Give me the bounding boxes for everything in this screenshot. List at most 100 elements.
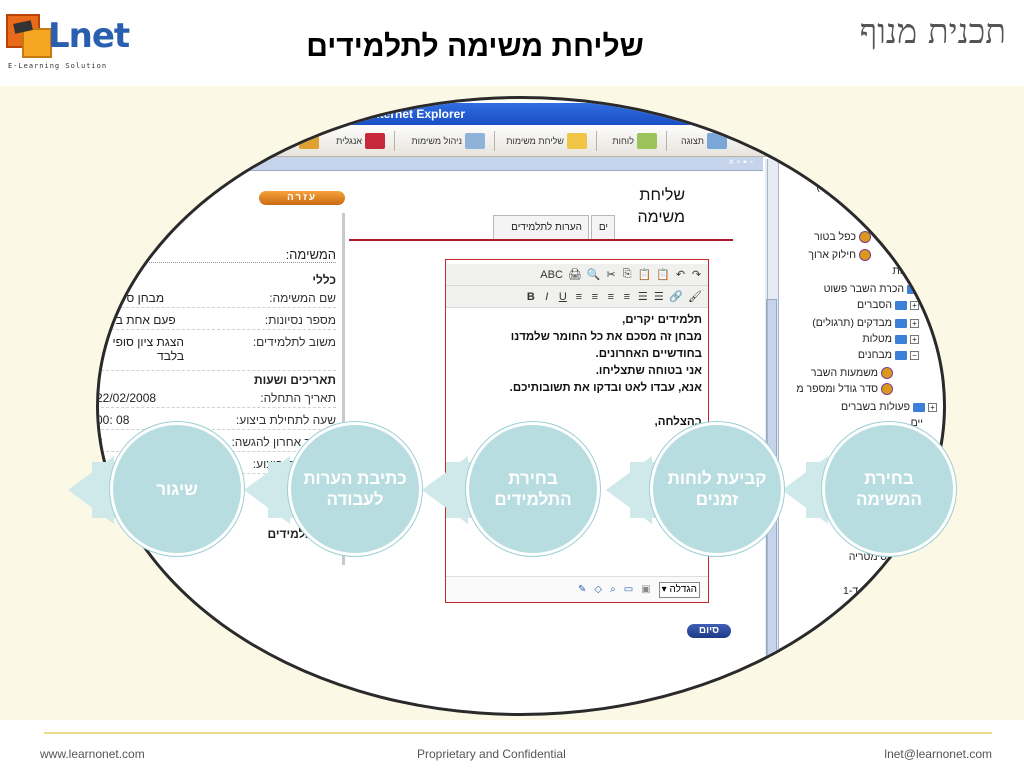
tree-item-label: מטלות <box>862 333 892 345</box>
monitor-icon[interactable]: ▭ <box>623 584 634 595</box>
tree-item[interactable]: סדר גודל ומספר מ <box>796 383 893 395</box>
folder-icon <box>895 350 907 360</box>
expand-icon[interactable]: + <box>910 334 919 344</box>
tree-item[interactable]: + מבדקים (תרגולים) <box>812 317 919 329</box>
collapse-icon[interactable]: − <box>910 350 919 360</box>
toolbar-send-tasks[interactable]: שליחת משימות <box>506 133 587 149</box>
tree-item[interactable]: +הסברים <box>857 299 919 311</box>
editor-text[interactable]: תלמידים יקרים, מבחן זה מסכם את כל החומר … <box>509 314 702 445</box>
tree-item[interactable]: חזקות <box>893 265 919 277</box>
tree-item[interactable]: (ים) <box>816 181 833 193</box>
notes-editor[interactable]: ABC 🖨 🔍 ✂ ⎘ 📋 📋 ↶ ↷ B I U ≡ ≡ ≡ ≡ ☰ ☰ <box>445 259 709 603</box>
tree-item-label: ויי תחילת שנה ד-1 <box>843 585 923 597</box>
list-icon[interactable]: ☰ <box>637 291 648 303</box>
help-button[interactable]: עזרה <box>259 191 345 205</box>
program-title: תכנית מנוף <box>859 12 1006 52</box>
align-justify-icon[interactable]: ≡ <box>575 290 583 303</box>
toolbar-folder[interactable] <box>299 133 319 149</box>
pen-icon[interactable]: ✎ <box>578 584 587 595</box>
tree-item-label: הכרת השבר פשוט <box>823 283 904 295</box>
tree-item[interactable]: חילוק ארוך <box>808 249 871 261</box>
tree-item[interactable]: ם <box>876 213 883 225</box>
folder-icon <box>895 318 907 328</box>
tree-item[interactable]: משמעות השבר <box>811 367 893 379</box>
folder-icon <box>895 300 907 310</box>
align-center-icon[interactable]: ≡ <box>607 290 615 303</box>
bold-button[interactable]: B <box>526 290 535 303</box>
link-icon[interactable]: 🔗 <box>669 291 684 303</box>
print-icon[interactable]: 🖨 <box>567 269 582 281</box>
dates-heading: תאריכים ושעות <box>253 373 336 387</box>
footer-website: www.learnonet.com <box>40 747 145 761</box>
tree-item[interactable]: ויי תחילת שנה ד-1 <box>843 585 923 597</box>
tree-item-label: ם <box>875 213 883 225</box>
tab-student-notes[interactable]: הערות לתלמידים <box>493 215 589 239</box>
paste-special-icon[interactable]: 📋 <box>656 269 670 281</box>
expand-icon[interactable]: + <box>928 402 937 412</box>
redo-icon[interactable]: ↷ <box>691 269 702 281</box>
screenshot-ellipse: Internet Explorer תצוגה לוחות שליחת משימ… <box>96 96 946 716</box>
numbered-list-icon[interactable]: ☰ <box>653 291 664 303</box>
step-set-schedule: קביעת לוחות זמנים <box>650 422 784 556</box>
brush-icon[interactable]: 🖌 <box>688 291 702 303</box>
tree-item-label: מבדקים (תרגולים) <box>812 317 892 329</box>
tree-item-label: חילוק ארוך <box>808 249 856 261</box>
boards-icon <box>637 133 657 149</box>
image-icon[interactable]: ▣ <box>641 584 651 595</box>
tree-item[interactable]: +פעולות בשברים <box>841 401 937 413</box>
underline-button[interactable]: U <box>558 290 567 303</box>
task-badge-icon <box>859 249 871 261</box>
undo-icon[interactable]: ↶ <box>675 269 686 281</box>
cut-icon[interactable]: ✂ <box>606 269 616 281</box>
folder-icon <box>299 133 319 149</box>
zoom-select[interactable]: הגדלה ▾ <box>658 581 700 598</box>
tree-item[interactable]: הכרת השבר פשוט <box>824 283 919 295</box>
preview-icon[interactable]: ⌕ <box>610 584 616 595</box>
tree-item[interactable]: − מבחנים <box>858 349 919 361</box>
send-task-label: שליחת משימה <box>637 187 685 226</box>
toolbar-display[interactable]: תצוגה <box>681 133 727 149</box>
browser-title-bar: Internet Explorer <box>99 103 779 125</box>
code-view-icon[interactable]: ◇ <box>594 584 603 595</box>
tree-item[interactable]: + מטלות <box>862 333 919 345</box>
spellcheck-icon[interactable]: ABC <box>540 268 563 281</box>
editor-toolbar-row2: B I U ≡ ≡ ≡ ≡ ☰ ☰ 🔗 🖌 <box>446 286 708 308</box>
tree-item-label: ויים <box>891 569 907 581</box>
toolbar-english[interactable]: אנגלית <box>336 133 385 149</box>
copy-icon[interactable]: ⎘ <box>622 268 632 280</box>
toolbar-manage-tasks[interactable]: ניהול משימות <box>411 133 485 149</box>
find-icon[interactable]: 🔍 <box>586 269 601 281</box>
tab-other[interactable]: ים <box>591 215 615 239</box>
tab-underline <box>349 239 733 241</box>
align-left-icon[interactable]: ≡ <box>623 290 631 303</box>
expand-icon[interactable]: + <box>910 318 919 328</box>
arrow-head <box>244 456 290 524</box>
step-choose-task: בחירת המשימה <box>822 422 956 556</box>
tree-item-label: חלק א <box>894 619 923 631</box>
start-time-row: שעה לתחילת ביצוע:08 :00 <box>99 413 336 430</box>
app-toolbar: תצוגה לוחות שליחת משימות ניהול משימות אנ… <box>99 125 779 157</box>
feedback-row: משוב לתלמידים:הצגת ציון סופי בלבד <box>99 335 336 371</box>
toolbar-boards[interactable]: לוחות <box>612 133 657 149</box>
tree-item[interactable]: כפל בטור <box>814 231 871 243</box>
italic-button[interactable]: I <box>545 290 549 303</box>
paste-icon[interactable]: 📋 <box>637 269 652 281</box>
editor-bottom-bar: ✎ ◇ ⌕ ▭ ▣ הגדלה ▾ <box>446 576 708 602</box>
tree-item-label: מבחנים <box>857 349 892 361</box>
start-date-row: תאריך התחלה:22/02/2008 <box>99 391 336 408</box>
send-task-icon <box>567 133 587 149</box>
arrow-head <box>782 456 828 524</box>
expand-icon[interactable]: + <box>910 300 919 310</box>
align-right-icon[interactable]: ≡ <box>591 290 599 303</box>
tree-item[interactable]: ויים <box>892 569 907 581</box>
tree-item[interactable]: תחילת שנה ד-2 <box>850 601 919 613</box>
task-name-row: שם המשימה:מבחן סיכום ד <box>99 291 336 308</box>
content-tree: (ים) ם כפל בטור חילוק ארוך חזקות הכרת השבר פש… <box>767 159 943 669</box>
finish-button[interactable]: סיום <box>687 624 731 638</box>
tree-item[interactable]: חלק א <box>895 619 923 631</box>
window-controls[interactable]: × ▫ ▪ ◦ <box>728 157 753 168</box>
task-badge-icon <box>881 383 893 395</box>
task-badge-icon <box>859 231 871 243</box>
step-choose-students: בחירת התלמידים <box>466 422 600 556</box>
tree-item-label: תחילת שנה ד-2 <box>850 601 919 613</box>
